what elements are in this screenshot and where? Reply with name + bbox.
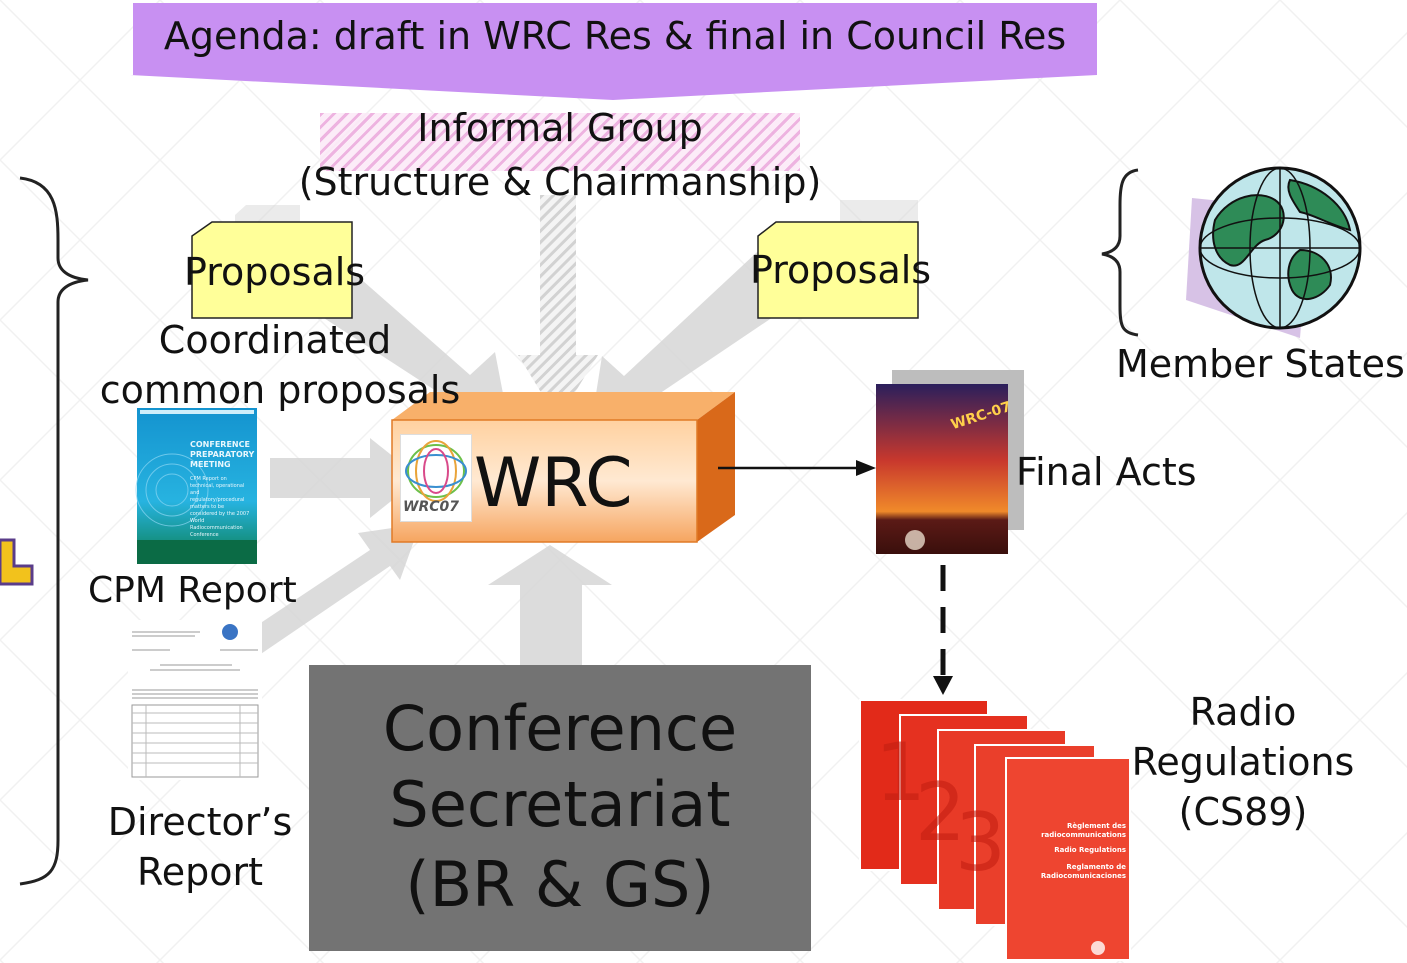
- cpm-report-cover: [135, 408, 257, 564]
- wrc07-logo-text: WRC07: [403, 499, 459, 515]
- rr-cover-line-en: Radio Regulations: [1054, 846, 1126, 854]
- edge-logo-fragment: [0, 538, 34, 586]
- final-acts-cover: [876, 370, 1024, 554]
- informal-group-subtitle: (Structure & Chairmanship): [298, 160, 822, 204]
- svg-text:2: 2: [915, 766, 966, 859]
- wrc07-logo: WRC07: [400, 434, 472, 522]
- agenda-banner: [133, 3, 1097, 75]
- rr-cover-line-es: Reglamento de Radiocomunicaciones: [1040, 863, 1126, 880]
- proposals-right-doc: [757, 200, 919, 319]
- cpm-cover-title: CONFERENCE PREPARATORY MEETING: [190, 440, 255, 469]
- rr-cover-line-fr: Règlement des radiocommunications: [1041, 822, 1126, 839]
- informal-group-box: [320, 113, 800, 171]
- directors-report-line2: Report: [137, 850, 263, 894]
- agenda-arrow: [130, 75, 1097, 100]
- proposals-right-label: Proposals: [750, 248, 932, 292]
- directors-report-line1: Director’s: [107, 800, 293, 844]
- svg-text:3: 3: [955, 796, 1006, 889]
- informal-group-arrow: [518, 195, 598, 420]
- proposals-left-doc: [191, 205, 353, 319]
- secretariat-line1: Conference: [382, 692, 738, 765]
- secretariat-line2: Secretariat: [389, 768, 731, 841]
- agenda-text: Agenda: draft in WRC Res & final in Coun…: [163, 14, 1067, 58]
- radio-regulations-line2: Regulations: [1131, 740, 1355, 784]
- right-brace: [1101, 168, 1139, 337]
- informal-group-title: Informal Group: [417, 106, 703, 150]
- wrc-label[interactable]: WRC: [474, 444, 633, 523]
- left-brace: [19, 176, 89, 886]
- radio-regulations-line3: (CS89): [1178, 790, 1308, 834]
- cpm-report-label: CPM Report: [88, 570, 297, 611]
- directors-report-page: [128, 620, 262, 780]
- coordinated-line2: common proposals: [99, 368, 461, 412]
- proposals-left-label: Proposals: [184, 250, 366, 294]
- wrc07-logo-graphic: [405, 440, 467, 502]
- secretariat-line3: (BR & GS): [405, 848, 715, 921]
- coordinated-line1: Coordinated: [158, 318, 392, 362]
- conference-secretariat-box: [309, 665, 811, 951]
- svg-text:1: 1: [875, 726, 926, 819]
- final-acts-label: Final Acts: [1016, 450, 1197, 494]
- radio-regulations-line1: Radio: [1189, 690, 1297, 734]
- member-states-label: Member States: [1116, 342, 1405, 386]
- cpm-cover-text: CPM Report on technical, operational and…: [190, 476, 250, 536]
- radio-regulations-volumes: 1 2 3: [859, 699, 1131, 961]
- globe-icon: [1186, 166, 1362, 338]
- radio-regulations-cover-text: Règlement des radiocommunications Radio …: [1010, 822, 1126, 881]
